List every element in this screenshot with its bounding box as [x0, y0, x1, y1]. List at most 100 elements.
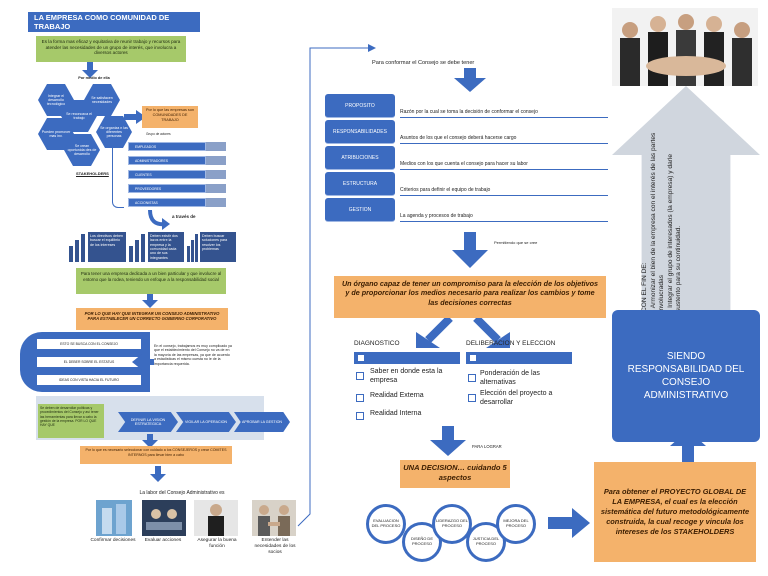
checkbox[interactable]: [356, 412, 364, 420]
permitiendo-label: Permitiendo que se cree: [494, 240, 538, 245]
element-box: PROPOSITO: [325, 94, 395, 118]
stakeholder-item: ADMINISTRADORES: [128, 156, 206, 165]
fin-text: CON EL FIN DE: • Armonizar el bien de la…: [641, 128, 731, 312]
green-low-box: Se deben de desarrollar políticas y proc…: [38, 404, 104, 438]
para-lograr-label: PARA LOGRAR: [472, 444, 502, 449]
element-box: ESTRUCTURA: [325, 172, 395, 196]
element-desc: Razón por la cual se toma la decisión de…: [400, 106, 608, 118]
fin-item-text: Armonizar el bien de la empresa con el i…: [649, 132, 666, 312]
orange-low-box: Por lo que es necesario seleccionar con …: [80, 446, 232, 464]
siendo-box: SIENDO RESPONSABILIDAD DEL CONSEJO ADMIN…: [612, 310, 760, 442]
stakeholder-connector: [206, 156, 226, 165]
arrow-down-icon: [150, 466, 166, 482]
a-traves-label: a través de: [172, 214, 196, 219]
green-mid-box: Para tener una empresa dedicada a un bie…: [76, 268, 226, 294]
orange-note-box: Por lo que las empresas son COMUNIDADES …: [142, 106, 198, 128]
orange-mid-box: POR LO QUE HAY QUE INTEGRAR UN CONSEJO A…: [76, 308, 228, 330]
team-hands-icon: [612, 8, 758, 86]
element-desc: Criterios para definir el equipo de trab…: [400, 184, 608, 196]
diagnostico-header: DIAGNOSTICO: [354, 340, 400, 347]
element-box: GESTION: [325, 198, 395, 222]
building-icon: [96, 500, 132, 536]
arrow-down-icon: [430, 426, 466, 456]
checkbox[interactable]: [356, 394, 364, 402]
stakeholders-label: STAKEHOLDERS: [76, 171, 109, 176]
stakeholder-item: EMPLEADOS: [128, 142, 206, 151]
bar-graph-icon: [187, 234, 198, 262]
team-photo: [612, 8, 758, 86]
navy-panel: Deben existir dos lazos entre la empresa…: [148, 232, 184, 262]
arrow-down-icon: [452, 232, 488, 268]
para-conformar-label: Para conformar el Consejo se debe tener: [372, 60, 475, 66]
consejo-row: EL DEBER SOBRE EL ESTATUS: [36, 356, 142, 368]
labor-item: Asegurar la buena función: [197, 538, 237, 549]
bar-checkbox: [358, 355, 364, 361]
delib-item: Elección del proyecto a desarrollar: [480, 390, 553, 406]
arrow-up-icon: [670, 430, 706, 464]
stakeholders-bracket: [112, 142, 124, 208]
diag-item: Realidad Interna: [370, 410, 422, 417]
labor-item: Entender las necesidades de los socios: [254, 538, 296, 555]
aspect-circle: EVALUACION DEL PROCESO: [366, 504, 406, 544]
diag-item: Realidad Externa: [370, 392, 424, 399]
arrow-down-icon: [142, 294, 158, 308]
aspect-circle: MEJORA DEL PROCESO: [496, 504, 536, 544]
curved-arrow-icon: [148, 209, 170, 230]
fin-area: CON EL FIN DE: • Armonizar el bien de la…: [641, 128, 731, 312]
split-arrows-icon: [416, 318, 510, 348]
consejo-row: IDEAS CON VISTA HACIA EL FUTURO: [36, 374, 142, 386]
page-title: LA EMPRESA COMO COMUNIDAD DE TRABAJO: [28, 12, 200, 32]
element-box: ATRIBUCIONES: [325, 146, 395, 170]
diagnostico-bar: [354, 352, 460, 364]
consejo-row: ESTO SE BUSCA CON EL CONSEJO: [36, 338, 142, 350]
deliberacion-header: DELIBERACION Y ELECCION: [466, 340, 556, 347]
bar-graph-icon: [69, 234, 85, 262]
decision-box: UNA DECISION… cuidando 5 aspectos: [400, 460, 510, 488]
page-title-text: LA EMPRESA COMO COMUNIDAD DE TRABAJO: [34, 13, 170, 31]
element-box: RESPONSABILIDADES: [325, 120, 395, 144]
meeting-icon: [142, 500, 186, 536]
businessman-icon: [194, 500, 238, 536]
stakeholder-item: ACCIONISTAS: [128, 198, 206, 207]
por-medio-label: Por medio de ella: [78, 76, 110, 80]
grupo-actores-label: Grupo de actores: [146, 132, 171, 136]
element-desc: Asuntos de los que el consejo deberá hac…: [400, 132, 608, 144]
stakeholder-item: PROVEEDORES: [128, 184, 206, 193]
labor-photo: [142, 500, 186, 536]
labor-label: La labor del Consejo Administrativo es: [139, 490, 225, 496]
chevron-step: APROBAR LA GESTION: [234, 412, 290, 432]
handshake-icon: [252, 500, 296, 536]
stakeholder-connector: [206, 198, 226, 207]
stakeholder-connector: [206, 170, 226, 179]
labor-photo: [194, 500, 238, 536]
labor-photo: [96, 500, 132, 536]
bar-checkbox: [470, 355, 476, 361]
element-desc: La agenda y procesos de trabajo: [400, 210, 608, 222]
arrow-down-icon: [82, 62, 98, 78]
arrow-right-icon: [124, 110, 146, 124]
intro-box: Es la forma mas eficaz y equitativa de r…: [36, 36, 186, 62]
arrow-right-icon: [548, 508, 590, 538]
labor-photo: [252, 500, 296, 536]
aspect-circle: LIDERAZGO DEL PROCESO: [432, 504, 472, 544]
navy-panel: Los directivos deben buscar el equilibri…: [88, 232, 126, 262]
checkbox[interactable]: [468, 374, 476, 382]
labor-item: Evaluar acciones: [144, 538, 182, 543]
labor-item: Confirmar decisiones: [90, 538, 136, 543]
connector-line: [297, 44, 376, 527]
stakeholder-connector: [206, 142, 226, 151]
organo-box: Un órgano capaz de tener un compromiso p…: [334, 276, 606, 318]
delib-item: Ponderación de las alternativas: [480, 370, 540, 386]
checkbox[interactable]: [356, 372, 364, 380]
bar-graph-icon: [129, 234, 145, 262]
checkbox[interactable]: [468, 394, 476, 402]
arrow-down-icon: [142, 434, 158, 448]
fin-item-text: Integrar el grupo de interesados (la emp…: [666, 153, 683, 312]
element-desc: Medios con los que cuenta el consejo par…: [400, 158, 608, 170]
fin-item: • Armonizar el bien de la empresa con el…: [650, 128, 667, 312]
navy-panel: Deben buscar soluciones para resolver lo…: [200, 232, 236, 262]
stakeholder-connector: [206, 184, 226, 193]
chevron-step: VIGILAR LA OPERACION: [178, 412, 234, 432]
arrow-left-icon: [132, 354, 154, 370]
fin-item: • Integrar el grupo de interesados (la e…: [667, 128, 684, 312]
